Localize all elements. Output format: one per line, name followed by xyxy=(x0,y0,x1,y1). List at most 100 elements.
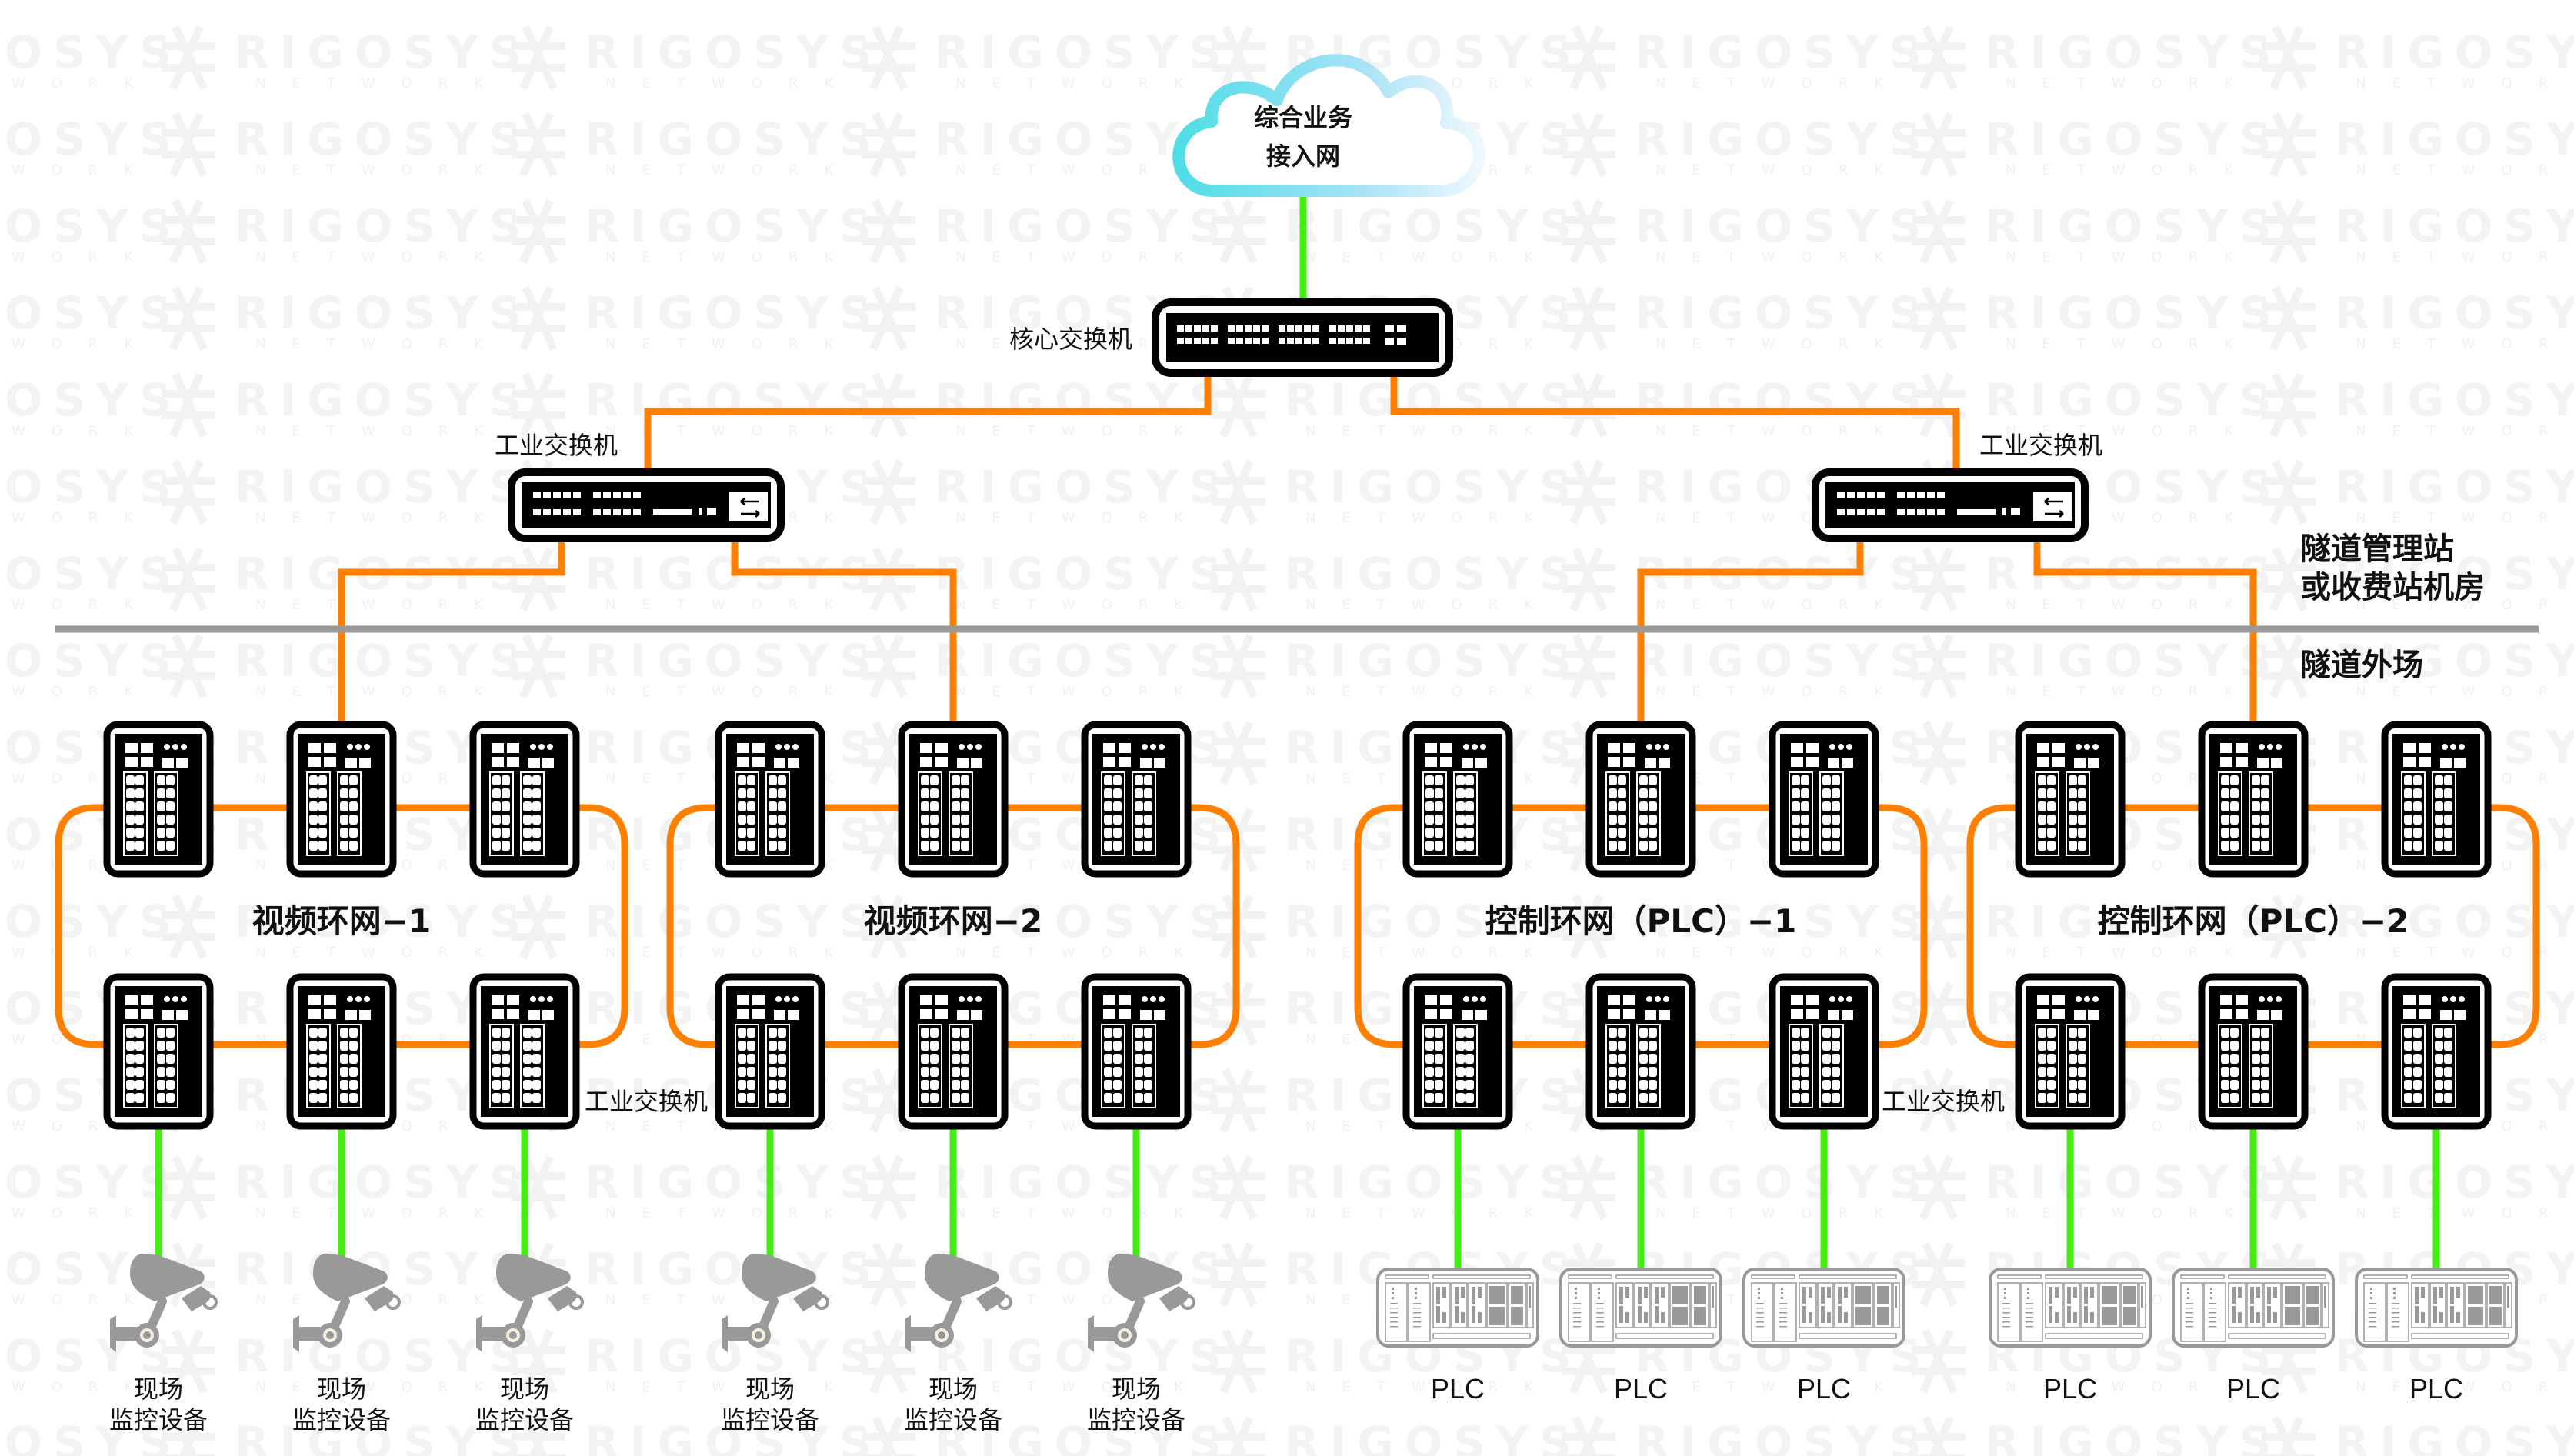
port-icon xyxy=(553,492,561,498)
rj45-icon xyxy=(1135,828,1143,838)
rj45-icon xyxy=(2047,1080,2056,1090)
rj45-icon xyxy=(1425,1028,1434,1038)
ring-label: 控制环网（PLC）−2 xyxy=(2098,902,2409,940)
rj45-icon xyxy=(2038,1041,2046,1051)
rj45-icon xyxy=(2413,1054,2422,1064)
watermark-brand: RIGOSYS xyxy=(1285,461,1582,513)
rj45-icon xyxy=(2221,1028,2229,1038)
port-icon xyxy=(1806,1009,1819,1019)
watermark-sub: NETWORK xyxy=(605,1379,859,1395)
led-icon xyxy=(2450,744,2456,750)
rj45-icon xyxy=(930,1028,939,1038)
core-switch-label: 核心交换机 xyxy=(1009,325,1132,354)
rj45-icon xyxy=(492,801,501,811)
plc-rail xyxy=(1615,1274,1714,1279)
watermark-sub: NETWORK xyxy=(255,75,509,92)
rj45-icon xyxy=(2413,788,2422,798)
rj45-icon xyxy=(921,788,929,798)
port-icon xyxy=(1645,758,1656,768)
plc-io-bar xyxy=(1436,1287,1440,1304)
rj45-icon xyxy=(1822,841,1831,851)
port-icon xyxy=(324,743,336,753)
watermark-brand: RIGOSYS xyxy=(585,635,882,687)
rj45-icon xyxy=(952,1093,960,1103)
rj45-icon xyxy=(952,1080,960,1090)
plc-icon xyxy=(1989,1268,2152,1348)
rj45-icon xyxy=(1456,1080,1465,1090)
watermark-mark-icon xyxy=(162,285,215,352)
rj45-icon xyxy=(769,788,777,798)
rj45-icon xyxy=(1113,815,1122,825)
camera-icon xyxy=(722,1254,829,1352)
rj45-icon xyxy=(2221,801,2229,811)
rj45-icon xyxy=(1144,775,1152,785)
watermark-mark-icon xyxy=(512,285,565,352)
watermark-brand: RIGOSYS xyxy=(2335,461,2574,513)
watermark-mark-icon xyxy=(1562,1154,1615,1221)
rj45-icon xyxy=(502,1080,510,1090)
led-icon xyxy=(1480,996,1486,1002)
rj45-icon xyxy=(961,841,969,851)
port-block xyxy=(123,1024,148,1108)
watermark-sub: NETWORK xyxy=(255,945,509,961)
watermark-mark-icon xyxy=(862,633,915,699)
plc-io-module xyxy=(1432,1282,1451,1328)
watermark-sub: NETWORK xyxy=(255,597,509,613)
port-icon xyxy=(492,757,504,767)
rj45-icon xyxy=(747,1080,755,1090)
plc-line xyxy=(2026,1308,2033,1309)
watermark-brand: RIGOSYS xyxy=(1635,1156,1932,1208)
port-icon xyxy=(920,757,932,767)
port-icon xyxy=(176,1010,188,1020)
rj45-icon xyxy=(930,788,939,798)
plc-io-module xyxy=(2120,1282,2139,1328)
ring-switch-label: 工业交换机 xyxy=(1882,1087,2005,1116)
plc-rail xyxy=(2045,1274,2143,1279)
rj45-icon xyxy=(1465,828,1474,838)
watermark-sub: NETWORK xyxy=(0,336,159,352)
ring-industrial-switch xyxy=(1585,721,1696,878)
port-icon xyxy=(492,995,504,1005)
rj45-icon xyxy=(1639,1067,1648,1077)
port-icon xyxy=(542,1010,554,1020)
led-icon xyxy=(967,744,973,750)
port-icon xyxy=(2271,758,2282,768)
port-icon xyxy=(737,757,749,767)
zone-label-upper-line1: 隧道管理站 xyxy=(2300,531,2454,567)
plc-io-bar xyxy=(2090,1287,2094,1298)
watermark-sub: NETWORK xyxy=(1305,597,1559,613)
plc-rail xyxy=(1751,1274,1795,1279)
zone-label-upper-line2: 或收费站机房 xyxy=(2300,570,2485,605)
watermark-mark-icon xyxy=(1562,894,1615,960)
plc-line xyxy=(1596,1303,1604,1304)
plc-rail xyxy=(1385,1274,1429,1279)
rj45-icon xyxy=(1832,815,1840,825)
led-icon xyxy=(181,744,187,750)
camera-label-line2: 监控设备 xyxy=(721,1405,819,1434)
plc-io-bar xyxy=(2267,1306,2271,1323)
plc-rail xyxy=(2180,1274,2225,1279)
port-icon xyxy=(774,758,785,768)
watermark-sub: NETWORK xyxy=(255,684,509,700)
led-icon xyxy=(355,996,362,1002)
rj45-icon xyxy=(961,801,969,811)
port-icon xyxy=(2220,995,2232,1005)
rj45-icon xyxy=(930,1067,939,1077)
plc-base-rail xyxy=(2228,1333,2326,1339)
rj45-icon xyxy=(2069,1028,2077,1038)
plc-line xyxy=(2392,1326,2399,1328)
rj45-icon xyxy=(492,1041,501,1051)
rj45-icon xyxy=(1144,828,1152,838)
rj45-icon xyxy=(1649,1054,1657,1064)
watermark-brand: RIGOSYS xyxy=(2335,635,2574,687)
plc-io-bar xyxy=(2102,1286,2117,1304)
plc-line xyxy=(2392,1303,2399,1304)
port-icon xyxy=(1907,492,1915,498)
rj45-icon xyxy=(2261,1067,2269,1077)
